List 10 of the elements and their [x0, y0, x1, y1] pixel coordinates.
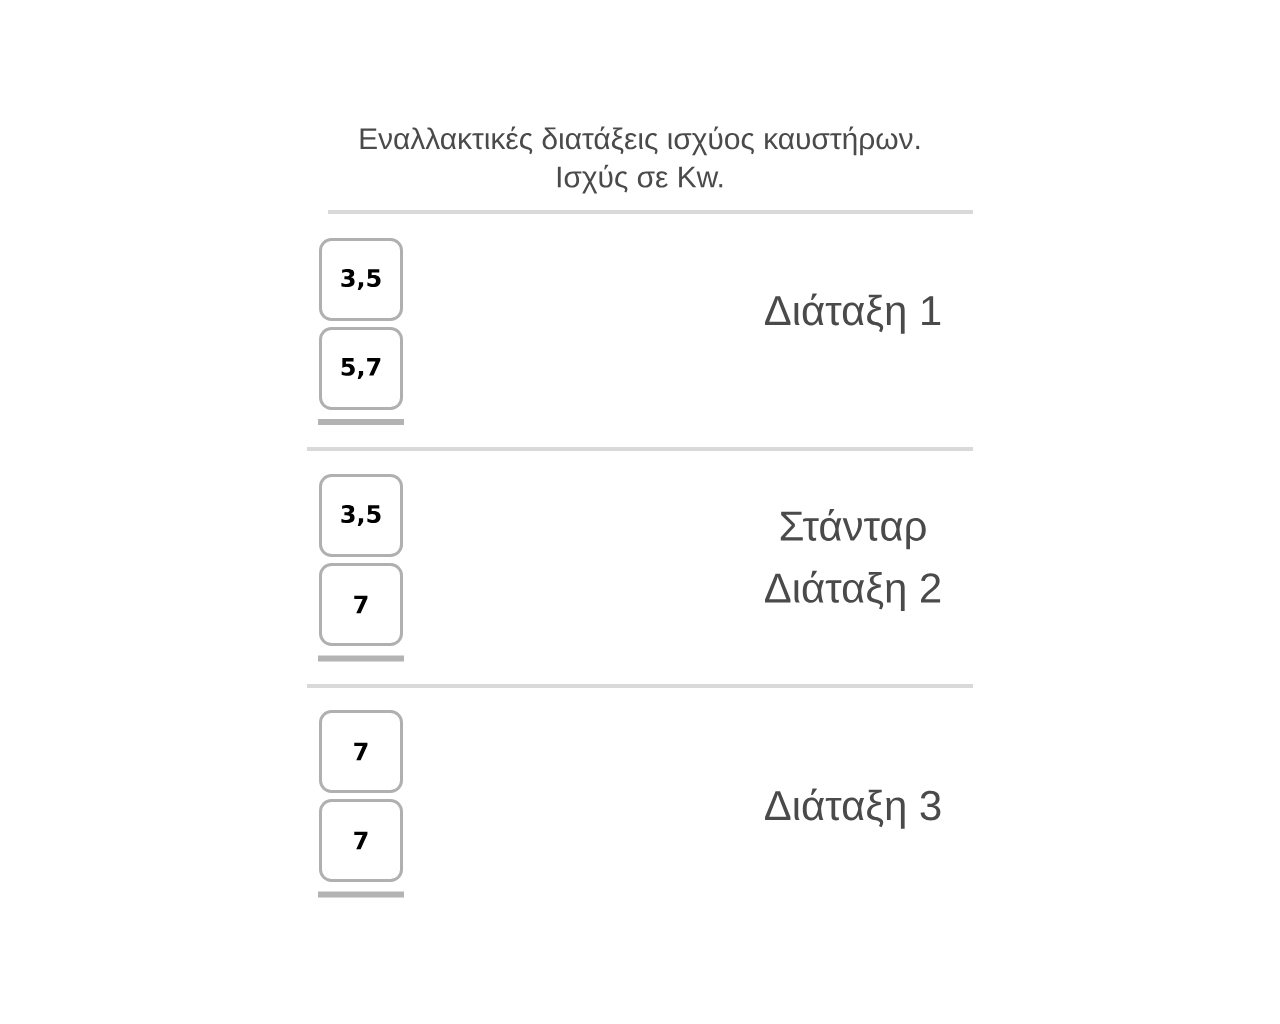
arrangement-label: Διάταξη 3: [765, 788, 941, 829]
title: Εναλλακτικές διατάξεις ισχύος καυστήρων. Ισχύς σε Kw.: [360, 126, 920, 194]
power-box: 5,7: [319, 327, 403, 410]
power-box: 7: [319, 799, 403, 882]
power-box: 3,5: [319, 238, 403, 321]
arrangement-label: Διάταξη 1: [765, 293, 941, 334]
power-box: 7: [319, 710, 403, 793]
power-box: 7: [319, 563, 403, 646]
power-box: 3,5: [319, 474, 403, 557]
arrangement-label: Στάνταρ Διάταξη 2: [765, 508, 941, 612]
